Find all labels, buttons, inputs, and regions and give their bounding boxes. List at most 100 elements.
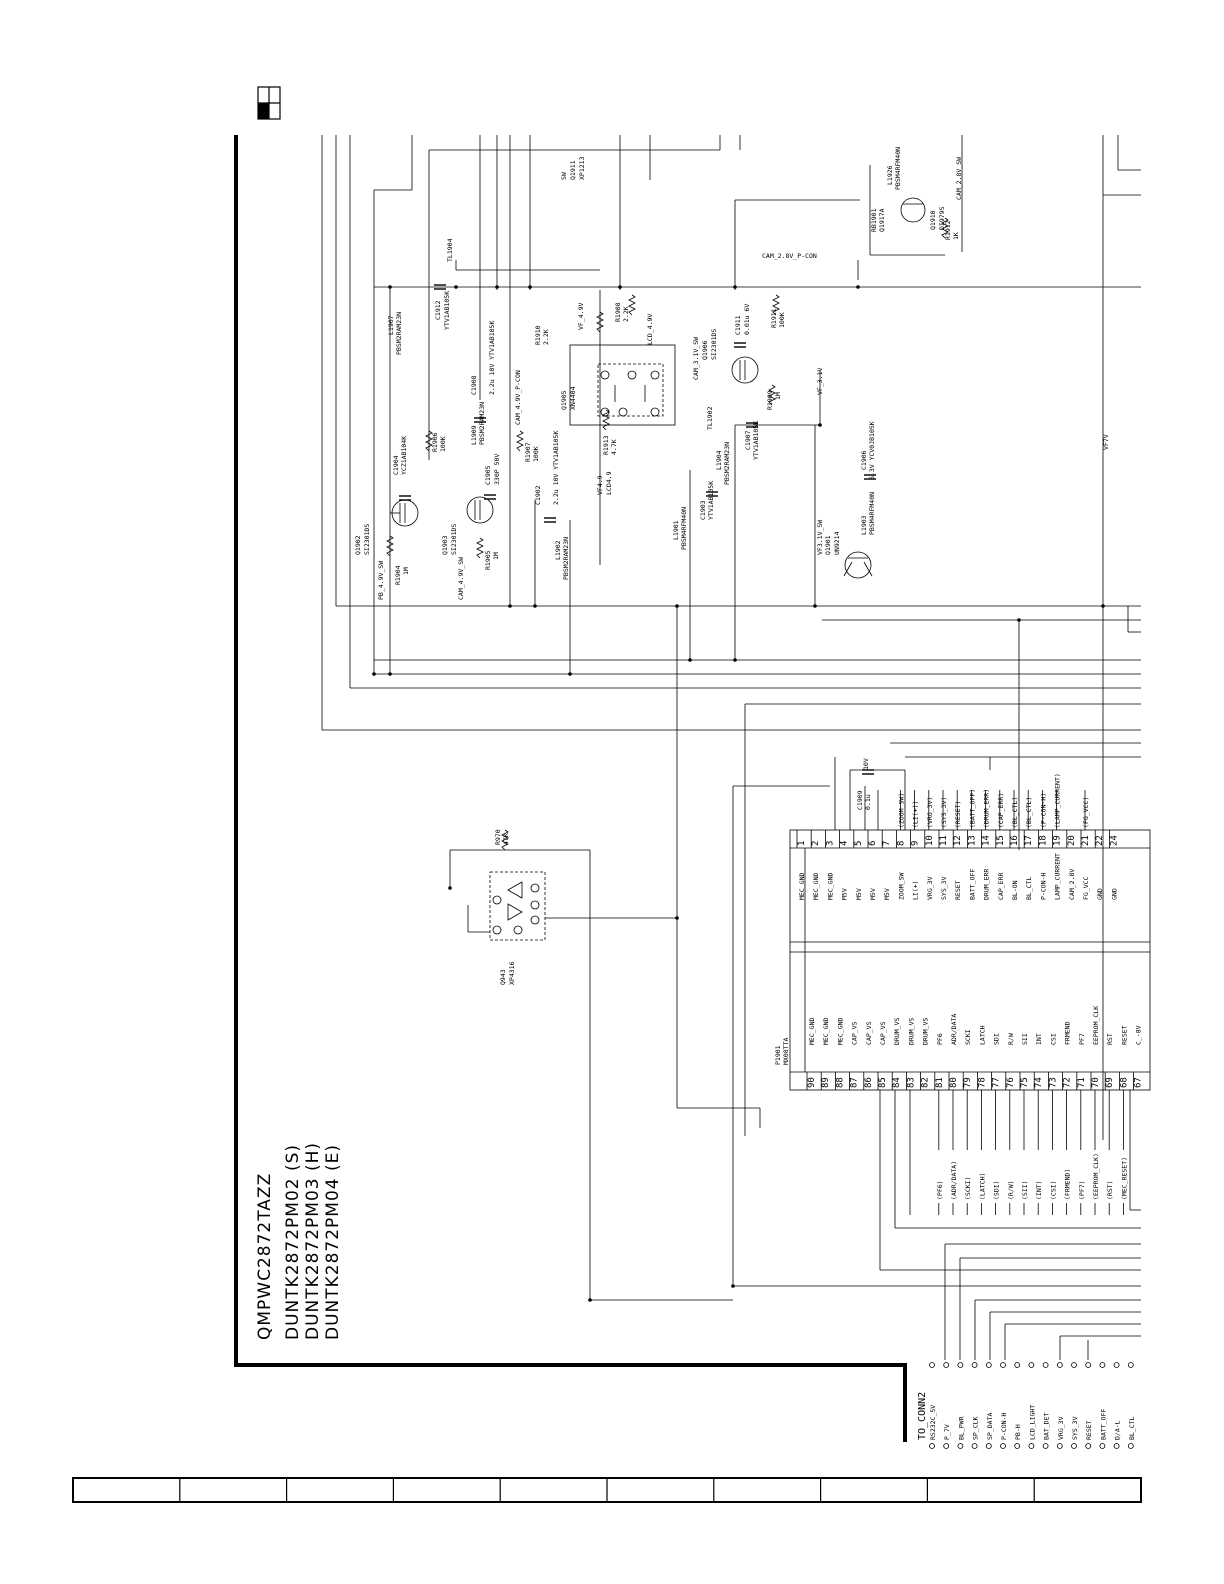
connector-pin [1000,1362,1006,1368]
C1904-part: YCZ1AB104K [400,436,408,475]
Q943-part: XP4316 [508,961,516,985]
L1904-ref: L1904 [715,450,723,470]
pin-number: 79 [963,1077,973,1088]
conn2-pin-label: VRG_3V [1057,1416,1065,1440]
conn2-pin-label: LCD_LIGHT [1028,1405,1036,1440]
pin-label: SII [1021,1033,1029,1045]
connector-pin [1014,1443,1021,1449]
pin-label: CSI [1049,1033,1057,1045]
pin-label: GND [1096,888,1104,900]
pin-number: 7 [882,841,892,846]
pin-label: DRUM_VS [893,1018,901,1045]
R1909-ref: R1909 [766,390,774,410]
pin-number: 76 [1006,1077,1016,1088]
C1902-part: 2.2u 10V YTV1AB105K [552,431,560,505]
pin-label: CAP_ERR [997,873,1005,900]
pin-net: (SCKI) [964,1177,972,1200]
junctions [372,285,1105,1302]
pin-net: (LAMP_CURRENT) [1054,773,1062,828]
pin-label: LATCH [978,1025,986,1045]
L1926-ref: L1926 [886,165,894,185]
pin-number: 21 [1081,835,1091,846]
frame-border [234,135,907,1442]
pin-net: (FRMEND) [1064,1169,1072,1200]
C1912-ref: C1912 [434,300,442,320]
net-cam-2.8v-sw: CAM_2.8V_SW [955,157,963,200]
Q1911-note: SW [560,172,568,180]
pin-net: (PF6) [936,1180,944,1200]
connector-pin [1099,1362,1106,1368]
R1904-ref: R1904 [394,565,402,585]
pin-label: M5V [855,888,863,900]
pin-net: (INT) [1035,1180,1043,1200]
R1908-ref: R1908 [614,302,622,322]
pin-number: 68 [1119,1077,1129,1088]
pin-label: M5V [869,888,877,900]
variant-2: DUNTK2872PM03 (H) [303,1142,323,1340]
C1912-part: YTV1AB105K [443,291,451,330]
connector-pin [985,1362,992,1368]
R1906-ref: R1906 [431,432,439,452]
pin-number: 90 [807,1077,817,1088]
pin-number: 80 [949,1077,959,1088]
net-pb-4.9v-sw: PB_4.9V_SW [377,561,385,600]
pin-net: (DRUM_ERR) [983,789,991,828]
pin-label: INT [1035,1033,1043,1045]
connector-pin [971,1443,978,1449]
pin-net: (SYS_3V) [940,797,948,828]
connector-pin [985,1443,992,1449]
connector-pin [929,1443,935,1449]
Q1902-part: SI2301DS [363,524,371,555]
components [386,197,949,941]
pin-number: 89 [821,1077,831,1088]
connector-P1901: P1901 MX08TTA 1MEC_GND2MEC_GND3MEC_GND4M… [774,773,1151,1215]
title-block: QMPWC2872TAZZ DUNTK2872PM02 (S) DUNTK287… [255,1142,343,1340]
pin-label: PF6 [936,1033,944,1045]
pin-label: FRMEND [1064,1021,1072,1045]
pin-net: (EEPROM_CLK) [1092,1153,1100,1200]
RB1901-ref: RB1901 [870,208,878,232]
R1913-part: 4.7K [610,439,618,455]
pin-number: 84 [892,1077,902,1088]
pin-label: DRUM_VS [907,1018,915,1045]
pin-label: MEC_GND [812,873,820,900]
Q1910-part: DI979S [938,206,946,230]
pin-label: CAM_2.8V [1068,869,1076,900]
C1902-ref: C1902 [534,485,542,505]
pin-number: 6 [868,841,878,846]
resistors [386,217,949,851]
pin-number: 11 [939,835,949,846]
pin-number: 20 [1067,835,1077,846]
pin-number: 69 [1105,1077,1115,1088]
C1908-ref: C1908 [470,375,478,395]
C1903-ref: C1903 [699,500,707,520]
net-vf7v: VF7V [1102,434,1110,450]
pin-net: (BATT_OFF) [968,789,976,828]
pin-number: 16 [1010,835,1020,846]
to-conn2-label: TO_CONN2 [917,1392,928,1440]
pin-number: 85 [878,1077,888,1088]
pin-label: MEC_GND [798,873,806,900]
R970-ref: R970 [494,829,502,845]
pin-number: 67 [1134,1077,1144,1088]
C1906-part: 6.3V YCV0JB105K [868,421,876,480]
pin-label: PF7 [1078,1033,1086,1045]
Q1911-ref: Q1911 [569,160,577,180]
pin-net: (LI(+)) [912,801,920,828]
pin-number: 5 [854,841,864,846]
connector-pin [1014,1362,1021,1368]
Q1911-part: XP1213 [578,156,586,180]
pin-label: P-CON-H [1039,873,1047,900]
conn2-pin-label: SP_DATA [986,1413,994,1440]
connector-pin [1042,1443,1049,1449]
registration-mark [257,86,281,120]
pin-number: 82 [921,1077,931,1088]
transistor-Q1902 [390,499,419,527]
pin-label: LAMP_CURRENT [1054,853,1062,900]
conn2-pin-label: PB-H [1014,1424,1022,1440]
pin-number: 12 [953,835,963,846]
transistor-Q1901 [843,551,873,579]
pin-net: (LATCH) [978,1173,986,1200]
